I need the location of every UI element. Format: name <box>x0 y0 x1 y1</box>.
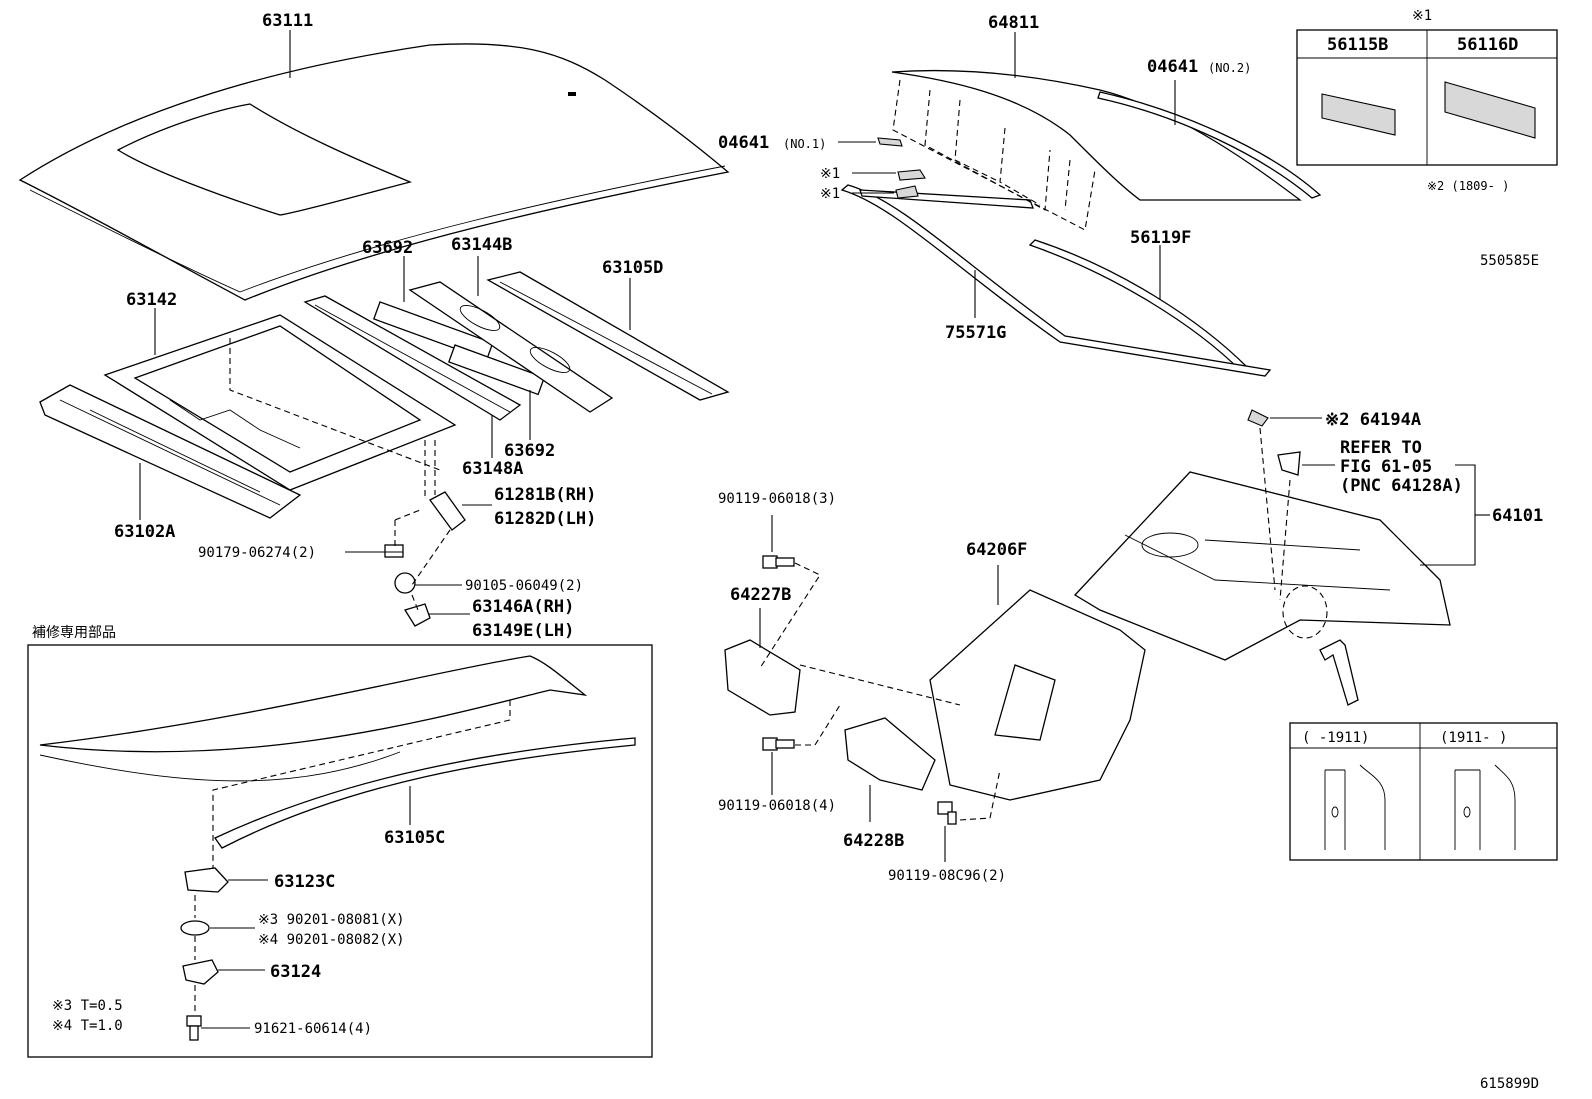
rear-roof-header-63105d <box>486 271 730 401</box>
label-64227b: 64227B <box>730 585 791 605</box>
bolt-90119-lower <box>762 737 795 751</box>
nut-90179 <box>384 544 404 558</box>
bolt-90119-08c96 <box>937 801 957 825</box>
label-63146a: 63146A(RH) <box>472 597 574 617</box>
label-90119-3: 90119-06018(3) <box>718 491 836 507</box>
clip-63146a <box>403 603 431 627</box>
label-note1a: ※1 <box>820 166 840 182</box>
refer-line1: REFER TO <box>1340 438 1422 458</box>
retainer-63123c <box>184 867 229 893</box>
pad-63692-upper <box>373 301 494 361</box>
bracket-64227b <box>724 639 801 716</box>
label-90201-081: ※3 90201-08081(X) <box>258 912 405 928</box>
inset-note: ※1 <box>1412 8 1432 24</box>
refer-line3: (PNC 64128A) <box>1340 476 1463 496</box>
label-64101: 64101 <box>1492 506 1543 526</box>
label-91621: 91621-60614(4) <box>254 1021 372 1037</box>
label-61282d: 61282D(LH) <box>494 509 596 529</box>
window-molding-04641-no2 <box>1097 91 1322 199</box>
bracket-64228b <box>844 717 936 791</box>
label-04641-no2-suffix: (NO.2) <box>1208 61 1251 75</box>
spacer-04641-no1 <box>877 137 903 147</box>
label-61281b: 61281B(RH) <box>494 485 596 505</box>
label-56119f: 56119F <box>1130 228 1191 248</box>
label-63148a: 63148A <box>462 459 523 479</box>
label-75571g: 75571G <box>945 323 1006 343</box>
cap-64194a <box>1247 409 1269 427</box>
side-panel-64206f <box>929 589 1146 801</box>
code-top: 550585E <box>1480 253 1539 269</box>
label-90119-4: 90119-06018(4) <box>718 798 836 814</box>
label-04641-no2: 04641 <box>1147 57 1198 77</box>
roof-panel <box>18 43 730 301</box>
code-bottom: 615899D <box>1480 1076 1539 1092</box>
retainer-63124 <box>182 959 219 985</box>
spacer-note1b <box>895 185 919 199</box>
roof-reinforcement-63148a <box>303 295 522 421</box>
variant-col1: ( -1911) <box>1302 730 1369 746</box>
label-90119-08c96: 90119-08C96(2) <box>888 868 1006 884</box>
pad-63692-lower <box>448 344 546 396</box>
label-63102a: 63102A <box>114 522 175 542</box>
inset-col2: 56116D <box>1457 35 1518 55</box>
label-90179: 90179-06274(2) <box>198 545 316 561</box>
label-64228b: 64228B <box>843 831 904 851</box>
rear-floor-pan-64101 <box>1073 471 1451 661</box>
washer-90201 <box>180 920 210 936</box>
refer-line2: FIG 61-05 <box>1340 457 1432 477</box>
label-64811: 64811 <box>988 13 1039 33</box>
label-63692-upper: 63692 <box>362 238 413 258</box>
label-64194a: ※2 64194A <box>1325 410 1421 430</box>
label-63111: 63111 <box>262 11 313 31</box>
repair-parts-box <box>27 644 653 1058</box>
label-90105: 90105-06049(2) <box>465 578 583 594</box>
label-63105d: 63105D <box>602 258 663 278</box>
seal-75571g <box>840 184 1272 377</box>
label-note1b: ※1 <box>820 186 840 202</box>
variant-table <box>1289 722 1558 861</box>
label-63144b: 63144B <box>451 235 512 255</box>
sunroof-frame <box>103 314 457 491</box>
label-63124: 63124 <box>270 962 321 982</box>
spacer-note1a <box>897 169 926 181</box>
rear-window-glass <box>891 69 1302 201</box>
front-roof-header <box>39 384 302 519</box>
plug-64128a <box>1277 451 1301 476</box>
label-04641-no1-suffix: (NO.1) <box>783 137 826 151</box>
label-63105c: 63105C <box>384 828 445 848</box>
label-63142: 63142 <box>126 290 177 310</box>
bolt-91621 <box>186 1015 202 1041</box>
label-63123c: 63123C <box>274 872 335 892</box>
inset-col1: 56115B <box>1327 35 1388 55</box>
label-63692-lower: 63692 <box>504 441 555 461</box>
inset-footnote: ※2 (1809- ) <box>1427 179 1509 193</box>
clip-90105 <box>394 572 416 594</box>
inset-table-note1 <box>1296 29 1558 166</box>
repair-roof-edge <box>39 655 588 782</box>
roof-molding-63105c <box>214 737 636 849</box>
variant-col2: (1911- ) <box>1440 730 1507 746</box>
bolt-90119-upper <box>762 555 795 569</box>
label-04641-no1: 04641 <box>718 133 769 153</box>
label-63149e: 63149E(LH) <box>472 621 574 641</box>
note-4: ※4 T=1.0 <box>52 1018 123 1034</box>
roof-bow-63144b <box>408 281 614 413</box>
repair-title: 補修専用部品 <box>32 625 116 641</box>
bracket-61281b <box>429 491 466 531</box>
note-3: ※3 T=0.5 <box>52 998 123 1014</box>
label-90201-082: ※4 90201-08082(X) <box>258 932 405 948</box>
label-64206f: 64206F <box>966 540 1027 560</box>
view-arrow <box>1319 639 1359 706</box>
